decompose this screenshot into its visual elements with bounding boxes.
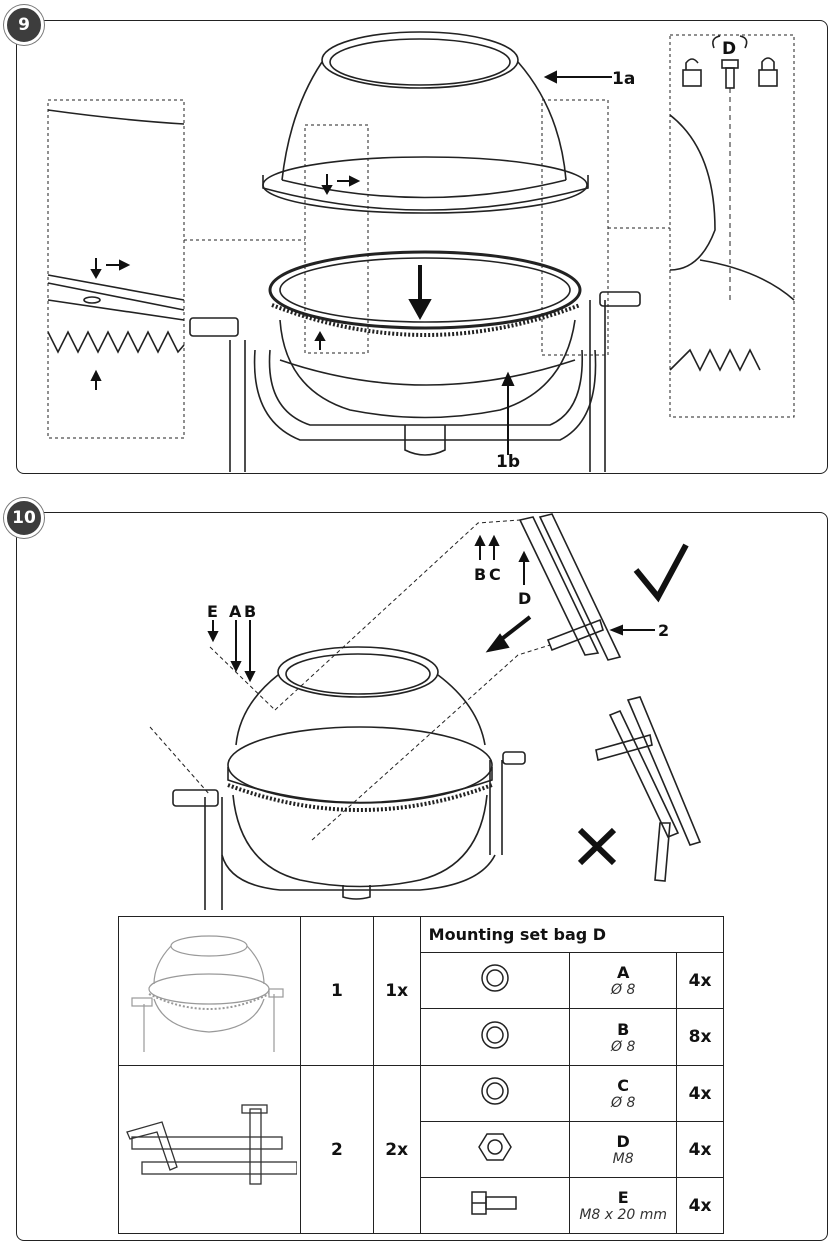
label-b-step10: B bbox=[244, 602, 256, 621]
hardware-a-qty: 4x bbox=[676, 952, 724, 1009]
hardware-a-name: A bbox=[616, 963, 630, 982]
hardware-b-qty: 8x bbox=[676, 1008, 724, 1066]
hardware-header: Mounting set bag D bbox=[419, 916, 725, 953]
hex-nut-icon bbox=[478, 1133, 512, 1161]
hardware-d-name: D bbox=[616, 1132, 630, 1151]
hardware-b-desc: B Ø 8 bbox=[569, 1008, 678, 1066]
leg-piece-correct bbox=[518, 516, 600, 656]
gear-teeth-detail bbox=[47, 330, 185, 354]
label-d-step9: D bbox=[722, 39, 736, 59]
step-9-badge: 9 bbox=[4, 5, 44, 45]
step-10-badge: 10 bbox=[4, 498, 44, 538]
gear-ring bbox=[271, 303, 581, 337]
hardware-b-name: B bbox=[617, 1019, 630, 1039]
lock-icon bbox=[758, 57, 778, 87]
hardware-b-spec: Ø 8 bbox=[610, 1038, 636, 1055]
hardware-a-icon-cell bbox=[419, 952, 571, 1009]
hardware-d-qty: 4x bbox=[676, 1121, 724, 1178]
label-c-step10: C bbox=[489, 565, 501, 584]
hardware-b-icon-cell bbox=[419, 1008, 571, 1066]
hardware-e-qty: 4x bbox=[676, 1177, 724, 1234]
hardware-a-desc: A Ø 8 bbox=[569, 952, 678, 1009]
assembly-2-id: 2 bbox=[299, 1065, 374, 1234]
hardware-e-desc: E M8 x 20 mm bbox=[569, 1177, 678, 1234]
label-1b: 1b bbox=[496, 452, 520, 472]
right-detail-box bbox=[669, 34, 795, 418]
step-9-panel bbox=[16, 20, 828, 474]
label-d-step10: D bbox=[518, 589, 531, 608]
assembled-grill-thumbnail bbox=[131, 934, 285, 1052]
cross-mark-icon bbox=[577, 827, 617, 866]
washer-icon bbox=[481, 964, 509, 992]
unlock-icon bbox=[682, 58, 702, 87]
leg-piece-wrong bbox=[626, 696, 702, 846]
left-detail-box bbox=[47, 99, 185, 439]
hardware-d-desc: D M8 bbox=[569, 1121, 678, 1178]
hardware-e-icon-cell bbox=[419, 1177, 571, 1234]
hardware-c-name: C bbox=[617, 1076, 630, 1095]
step-10-number: 10 bbox=[12, 508, 36, 528]
bolt-icon bbox=[471, 1191, 517, 1215]
leg-pieces-thumbnail bbox=[126, 1104, 298, 1185]
hardware-d-icon-cell bbox=[419, 1121, 571, 1178]
hardware-c-qty: 4x bbox=[676, 1065, 724, 1122]
washer-icon bbox=[481, 1077, 509, 1105]
label-e-step10: E bbox=[207, 602, 218, 621]
hardware-c-desc: C Ø 8 bbox=[569, 1065, 678, 1122]
hardware-d-spec: M8 bbox=[612, 1151, 634, 1167]
hardware-c-icon-cell bbox=[419, 1065, 571, 1122]
step-9-illustration: 1a 1b D bbox=[47, 31, 795, 472]
assembly-1-thumbnail bbox=[118, 916, 301, 1066]
label-a-step10: A bbox=[229, 602, 242, 621]
hardware-c-spec: Ø 8 bbox=[610, 1095, 636, 1111]
assembly-2-thumbnail bbox=[118, 1065, 301, 1234]
label-2-step10: 2 bbox=[658, 621, 669, 640]
assembly-2-qty: 2x bbox=[372, 1065, 421, 1234]
parts-table: 1 1x Mounting set bag D A Ø 8 4x B Ø 8 8… bbox=[118, 916, 725, 1234]
washer-icon bbox=[481, 1020, 509, 1049]
bolt-icon bbox=[721, 59, 739, 89]
step-10-illustration: E A B B C D 2 bbox=[149, 513, 702, 910]
label-b2-step10: B bbox=[474, 565, 486, 584]
hardware-a-spec: Ø 8 bbox=[610, 982, 636, 998]
hardware-e-spec: M8 x 20 mm bbox=[579, 1207, 668, 1223]
label-1a: 1a bbox=[612, 69, 635, 89]
assembly-1-id: 1 bbox=[299, 916, 374, 1066]
assembly-1-qty: 1x bbox=[372, 916, 421, 1066]
step-9-number: 9 bbox=[18, 15, 30, 35]
hardware-e-name: E bbox=[617, 1188, 629, 1207]
check-mark-icon bbox=[633, 543, 689, 603]
